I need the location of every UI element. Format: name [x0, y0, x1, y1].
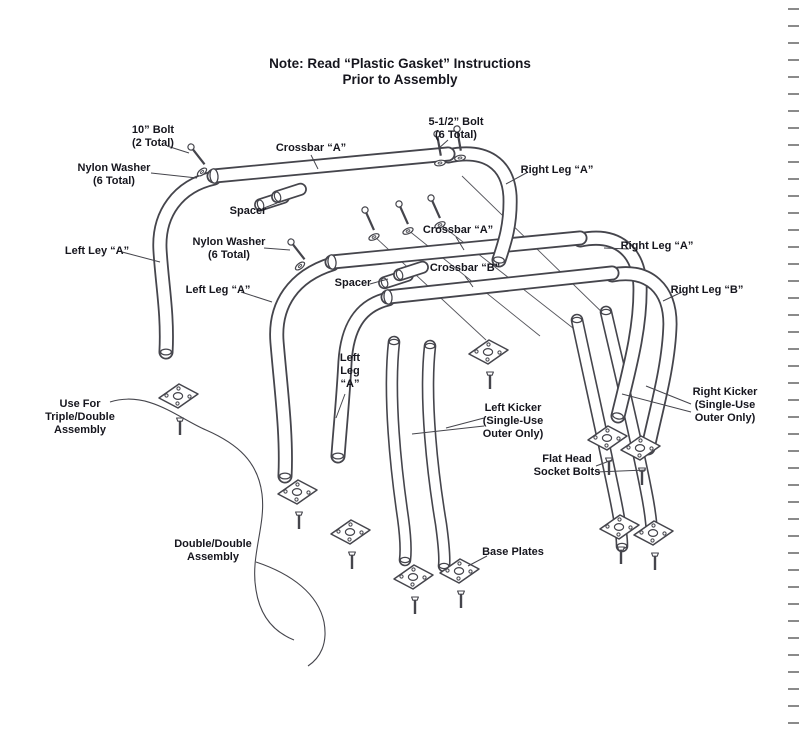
label-use-for-triple-double: Use For Triple/Double Assembly [45, 398, 115, 436]
label-nylon-washer-top: Nylon Washer (6 Total) [77, 162, 151, 187]
label-left-leg-a-center: Left Leg “A” [339, 352, 361, 390]
page-edge-perforation [788, 8, 799, 730]
label-left-ley-a: Left Ley “A” [64, 245, 130, 257]
crossbar-a-mid-drawing [324, 230, 588, 270]
base-plate-top-drawing [158, 383, 199, 437]
triple-double-assembly-drawing [152, 124, 518, 437]
left-leg-a-center-drawing [330, 291, 396, 464]
crossbar-b-drawing [380, 265, 620, 305]
label-crossbar-b: Crossbar “B” [429, 262, 501, 274]
left-leg-a-mid-drawing [269, 256, 340, 484]
crossbar-a-top-drawing [206, 146, 456, 184]
label-10-bolt: 10” Bolt (2 Total) [131, 124, 175, 149]
label-double-double-assembly: Double/Double Assembly [174, 538, 252, 563]
left-leg-a-top-drawing [152, 170, 222, 360]
label-left-kicker: Left Kicker (Single-Use Outer Only) [482, 402, 544, 440]
spacer-mid-drawing [380, 263, 424, 288]
label-right-leg-b: Right Leg “B” [670, 284, 744, 296]
label-nylon-washer-mid: Nylon Washer (6 Total) [192, 236, 266, 261]
label-base-plates: Base Plates [482, 546, 544, 558]
label-crossbar-a-top: Crossbar “A” [275, 142, 347, 154]
label-crossbar-a-mid: Crossbar “A” [422, 224, 494, 236]
nylon-washer-mid-drawing [285, 236, 309, 273]
label-spacer-mid: Spacer [334, 277, 372, 289]
leader-lines [121, 139, 692, 567]
left-kicker-tubes [385, 335, 451, 573]
label-right-leg-a-top: Right Leg “A” [520, 164, 594, 176]
label-spacer-top: Spacer [229, 205, 267, 217]
label-left-leg-a-mid: Left Leg “A” [185, 284, 251, 296]
label-flat-head-socket-bolts: Flat Head Socket Bolts [533, 453, 601, 478]
right-leg-a-mid-drawing [572, 230, 648, 424]
page-title: Note: Read “Plastic Gasket” Instructions… [269, 56, 531, 88]
label-right-leg-a-mid: Right Leg “A” [620, 240, 694, 252]
bolt-10-drawing [185, 141, 209, 179]
label-5-1-2-bolt: 5-1/2” Bolt (6 Total) [428, 116, 484, 141]
assembly-grouping-squiggles [109, 398, 326, 667]
label-right-kicker: Right Kicker (Single-Use Outer Only) [692, 386, 758, 424]
right-leg-a-top-drawing [440, 146, 518, 268]
double-double-assembly-drawing [269, 192, 678, 616]
